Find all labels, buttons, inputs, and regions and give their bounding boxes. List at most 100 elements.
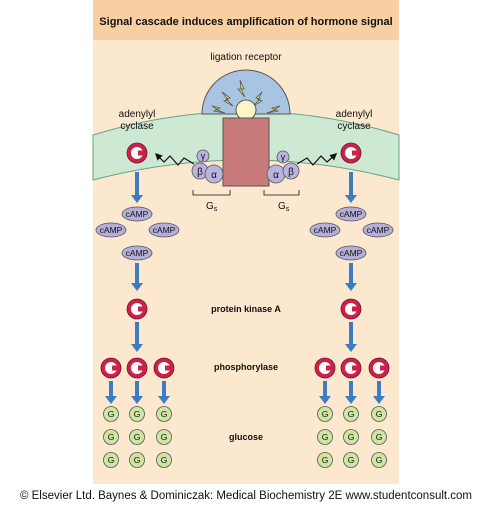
phosphorylase-label: phosphorylase	[214, 362, 278, 372]
camp-molecule: cAMP	[121, 245, 153, 261]
lightning-icon	[237, 79, 246, 98]
gs-bracket-right	[263, 190, 300, 196]
cyclase-label-left: cyclase	[120, 121, 154, 132]
glucose-g-label: G	[108, 455, 115, 465]
enzyme-icon	[340, 142, 362, 164]
gs-label-right: Gs	[278, 201, 290, 213]
receptor-label: ligation receptor	[210, 52, 282, 63]
camp-molecule: cAMP	[309, 222, 341, 238]
adenylyl-label-right: adenylyl	[336, 109, 373, 120]
glucose-g-label: G	[322, 432, 329, 442]
receptor-dome	[201, 69, 291, 115]
enzyme-icon	[126, 357, 148, 379]
beta-label: β	[197, 167, 203, 178]
beta-subunit	[282, 162, 300, 180]
cascade-arrow	[373, 381, 385, 404]
glucose-molecule: G	[129, 406, 145, 422]
glucose-molecule: G	[103, 452, 119, 468]
glucose-g-label: G	[376, 455, 383, 465]
cascade-arrow	[131, 322, 143, 352]
alpha-label: α	[211, 170, 217, 181]
adenylyl-label-left: adenylyl	[119, 109, 156, 120]
gamma-label: γ	[201, 151, 206, 161]
glucose-g-label: G	[348, 409, 355, 419]
glucose-molecule: G	[156, 406, 172, 422]
enzyme-icon	[100, 357, 122, 379]
camp-molecule: cAMP	[148, 222, 180, 238]
cascade-arrow	[345, 381, 357, 404]
glucose-molecule: G	[317, 406, 333, 422]
g-protein-right: γ α β	[266, 150, 300, 184]
glucose-molecule: G	[103, 429, 119, 445]
glucose-molecule: G	[156, 429, 172, 445]
ligand	[235, 99, 257, 121]
cascade-arrow	[319, 381, 331, 404]
cascade-arrow	[131, 263, 143, 291]
camp-label: cAMP	[340, 248, 363, 258]
enzyme-icon	[340, 298, 362, 320]
protein-kinase-label: protein kinase A	[211, 304, 281, 314]
cascade-arrow	[345, 322, 357, 352]
camp-label: cAMP	[126, 209, 149, 219]
lightning-icon	[221, 91, 234, 107]
gs-bracket-left	[192, 190, 231, 196]
camp-molecule: cAMP	[335, 245, 367, 261]
enzyme-icon	[126, 142, 148, 164]
glucose-g-label: G	[322, 409, 329, 419]
cascade-arrow	[345, 172, 357, 203]
cyclase-label-right: cyclase	[337, 121, 371, 132]
beta-label: β	[288, 167, 294, 178]
gamma-label: γ	[281, 152, 286, 162]
glucose-g-label: G	[108, 409, 115, 419]
header-band	[93, 0, 399, 40]
camp-molecule: cAMP	[335, 206, 367, 222]
glucose-g-label: G	[376, 409, 383, 419]
enzyme-icon	[340, 357, 362, 379]
glucose-g-label: G	[134, 432, 141, 442]
glucose-label: glucose	[229, 432, 263, 442]
glucose-g-label: G	[348, 432, 355, 442]
alpha-subunit	[204, 164, 224, 184]
camp-molecule: cAMP	[95, 222, 127, 238]
camp-label: cAMP	[126, 248, 149, 258]
cascade-arrow	[345, 263, 357, 291]
enzyme-icon	[126, 298, 148, 320]
glucose-molecule: G	[371, 406, 387, 422]
glucose-g-label: G	[376, 432, 383, 442]
glucose-g-label: G	[108, 432, 115, 442]
glucose-molecule: G	[129, 452, 145, 468]
camp-label: cAMP	[100, 225, 123, 235]
enzyme-icon	[314, 357, 336, 379]
glucose-molecule: G	[156, 452, 172, 468]
diagram-title: Signal cascade induces amplification of …	[99, 16, 392, 28]
glucose-g-label: G	[348, 455, 355, 465]
glucose-g-label: G	[134, 409, 141, 419]
glucose-molecule: G	[343, 429, 359, 445]
gs-label-left: Gs	[206, 201, 218, 213]
cascade-arrow	[105, 381, 117, 404]
glucose-molecule: G	[317, 452, 333, 468]
glucose-molecule: G	[371, 452, 387, 468]
glucose-molecule: G	[343, 452, 359, 468]
cascade-arrow	[131, 381, 143, 404]
gamma-subunit	[276, 150, 290, 164]
copyright-footer: © Elsevier Ltd. Baynes & Dominiczak: Med…	[19, 490, 473, 502]
g-protein-left: γ β α	[191, 149, 224, 184]
cascade-arrow	[158, 381, 170, 404]
glucose-molecule: G	[371, 429, 387, 445]
glucose-g-label: G	[161, 455, 168, 465]
enzyme-icon	[368, 357, 390, 379]
camp-label: cAMP	[367, 225, 390, 235]
cascade-arrow	[131, 172, 143, 203]
glucose-molecule: G	[103, 406, 119, 422]
gamma-subunit	[196, 149, 210, 163]
glucose-g-label: G	[161, 409, 168, 419]
camp-label: cAMP	[340, 209, 363, 219]
camp-label: cAMP	[153, 225, 176, 235]
lightning-icon	[266, 105, 281, 114]
alpha-label: α	[273, 170, 279, 181]
enzyme-icon	[153, 357, 175, 379]
glucose-g-label: G	[134, 455, 141, 465]
